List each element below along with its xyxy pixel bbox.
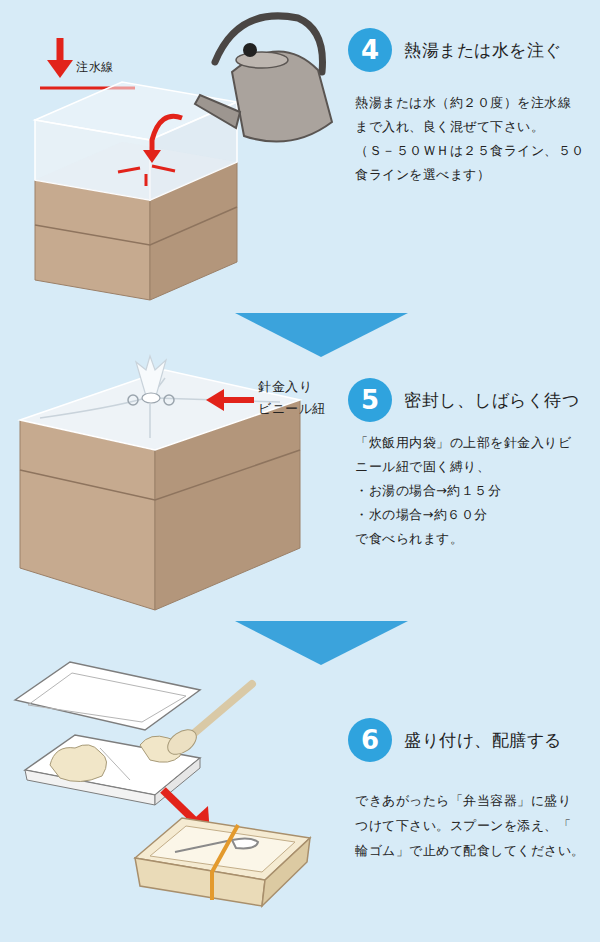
step-note: （Ｓ－５０ＷＨは２５食ライン、５０ 食ラインを選べます）	[355, 139, 595, 187]
box-seam	[35, 207, 237, 245]
red-mark	[152, 166, 175, 171]
step-heading: 熱湯または水を注ぐ	[404, 28, 562, 72]
step-number: 6	[348, 718, 392, 762]
step-heading: 密封し、しばらく待つ	[404, 378, 579, 422]
kettle-body	[232, 51, 332, 141]
box-face	[20, 420, 155, 610]
red-mark	[118, 168, 140, 172]
water-line-label: 注水線	[76, 58, 114, 76]
kettle-lid	[236, 52, 288, 68]
container-tray	[155, 758, 200, 805]
spoon	[175, 838, 258, 852]
step-node: 5 密封し、しばらく待つ	[348, 378, 579, 422]
marker-arrow	[47, 60, 73, 78]
scoop	[163, 725, 201, 760]
wire-tie	[128, 395, 138, 405]
flow-chevron	[235, 621, 408, 665]
marker-arrow	[57, 38, 64, 62]
bag-tuft	[136, 356, 166, 396]
wire-tie	[142, 393, 160, 403]
rubber-band	[212, 825, 238, 900]
step-circle	[348, 28, 392, 72]
flow-chevron	[235, 313, 408, 357]
step-body: 熱湯または水（約２０度）を注水線 まで入れ、良く混ぜて下さい。	[355, 91, 595, 139]
red-mark	[145, 174, 148, 186]
step-number: 5	[348, 378, 392, 422]
step-body: で食べられます。	[355, 527, 595, 551]
step-body: できあがったら「弁当容器」に盛り つけて下さい。スプーンを添え、「 輪ゴム」で止…	[355, 788, 595, 863]
pour-arrow	[143, 150, 161, 163]
move-arrow	[163, 790, 196, 822]
callout-label: 針金入り ビニール紐	[258, 376, 338, 420]
step-node: 6 盛り付け、配膳する	[348, 718, 562, 762]
wire-tie	[164, 395, 174, 405]
step-circle	[348, 378, 392, 422]
step-heading: 盛り付け、配膳する	[404, 718, 562, 762]
callout-arrow	[222, 397, 254, 403]
step-body: ・水の場合→約６０分	[355, 503, 595, 527]
box-face	[35, 180, 150, 300]
callout-arrow	[206, 389, 224, 411]
container-lid	[15, 662, 200, 730]
step-body: ・お湯の場合→約１５分	[355, 479, 595, 503]
kettle-spout	[195, 95, 240, 128]
bag-fold	[40, 378, 280, 438]
kettle-knob	[243, 43, 257, 57]
box-seam	[20, 450, 300, 500]
rice	[50, 745, 107, 782]
inner-bag	[35, 142, 237, 200]
step-node: 4 熱湯または水を注ぐ	[348, 28, 562, 72]
step-number: 4	[348, 28, 392, 72]
step-body: 「炊飯用内袋」の上部を針金入りビ ニール紐で固く縛り、	[355, 431, 595, 479]
pour-arrow	[152, 116, 182, 152]
scoop	[192, 684, 252, 735]
container-lid	[28, 673, 186, 722]
step-circle	[348, 718, 392, 762]
